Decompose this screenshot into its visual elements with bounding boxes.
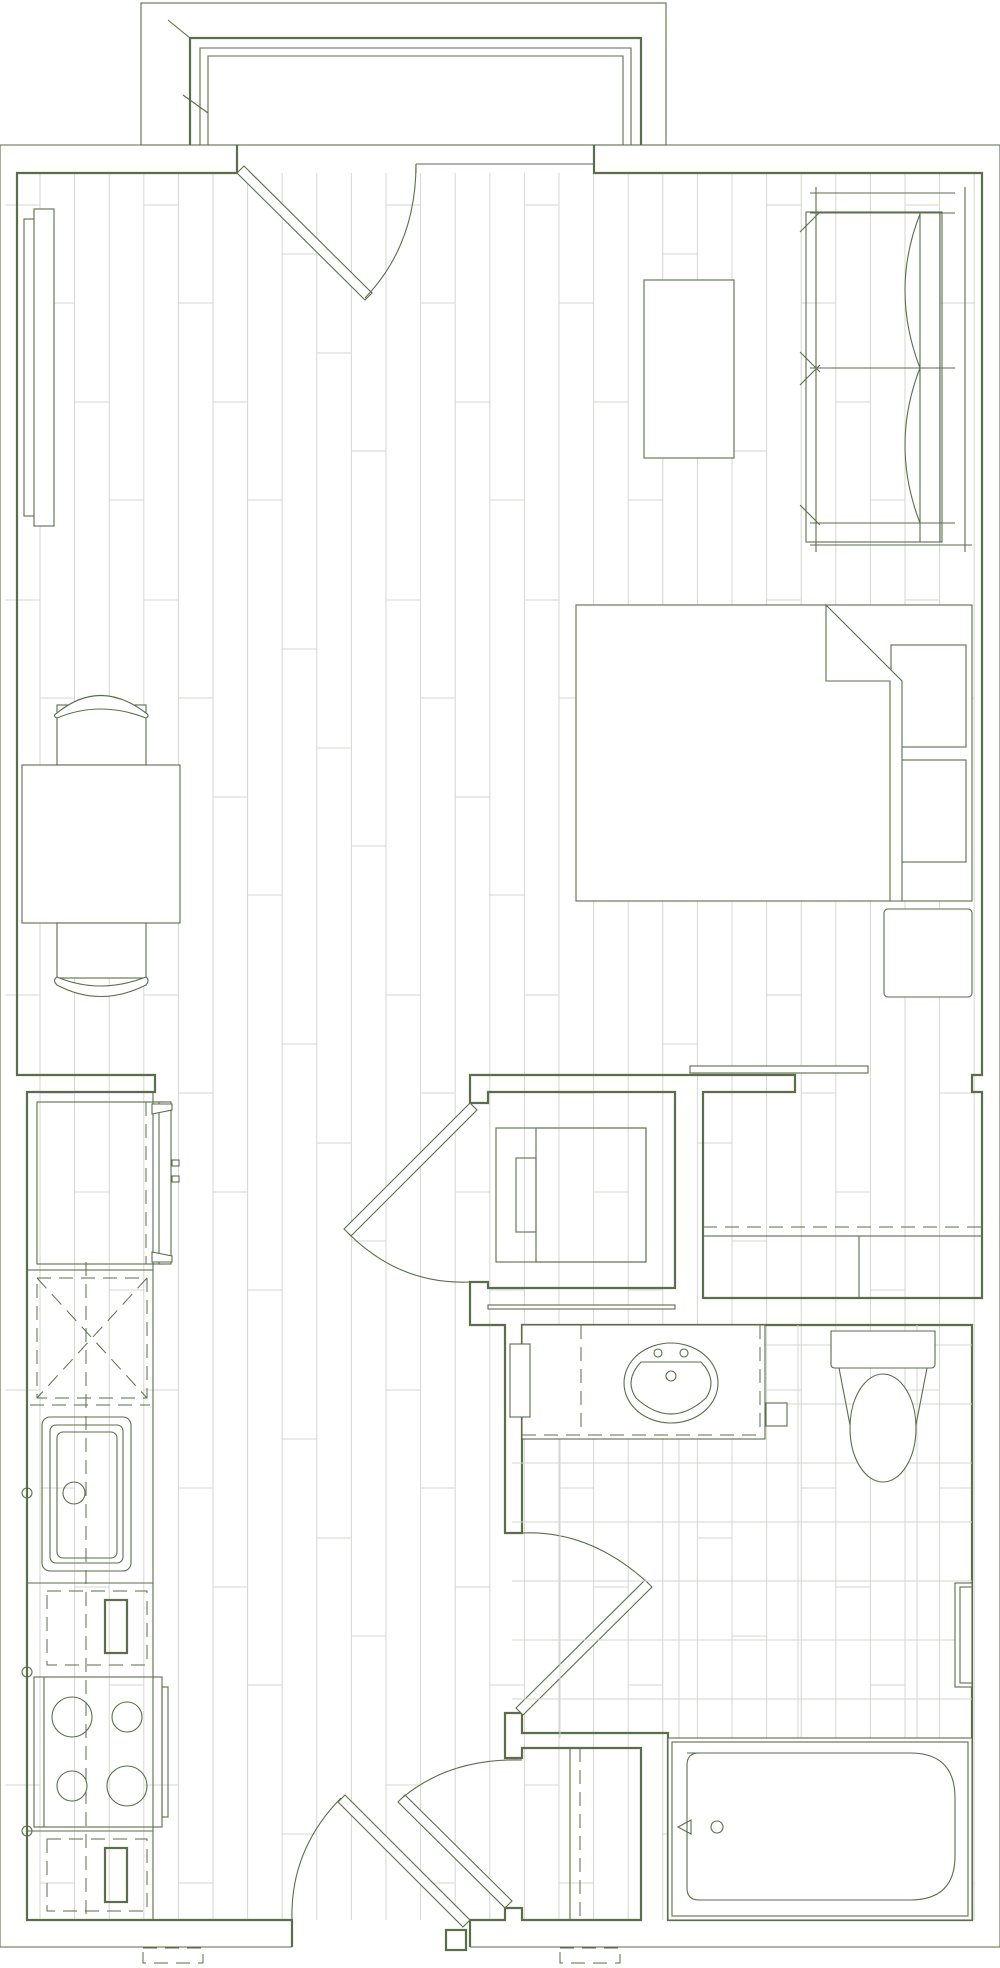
duvet-fold [825,603,903,902]
kitchen [21,1091,180,1920]
closet2-door-leaf [397,1794,513,1909]
dining-set [21,695,181,998]
chaise-lounges [799,187,972,552]
towel-bar [954,1582,973,1688]
toilet-bowl [849,1373,917,1483]
console [33,208,55,527]
closet-shelf [702,1235,983,1299]
vanity [521,1324,766,1440]
bathroom-door-leaf [515,1579,653,1716]
wood-floor [5,173,975,1920]
bathroom [509,1324,973,1921]
washer-dryer [495,1127,647,1263]
cooktop [33,1676,163,1828]
refrigerator [36,1101,163,1265]
walls [0,144,1000,1952]
entry-door-leaf [337,1794,471,1928]
bathtub [667,1737,973,1921]
doors [142,163,653,1964]
toilet-tank [830,1330,936,1369]
balcony-door-leaf [236,165,373,301]
ottoman [883,908,973,998]
balcony [140,2,667,146]
furniture [21,187,983,1299]
pillow [890,644,967,748]
closet-door-leaf [343,1102,478,1237]
basin [623,1342,719,1424]
side-table [643,279,735,459]
dishwasher-handle [103,1598,129,1655]
dining-table [21,764,181,924]
bed [575,603,973,998]
